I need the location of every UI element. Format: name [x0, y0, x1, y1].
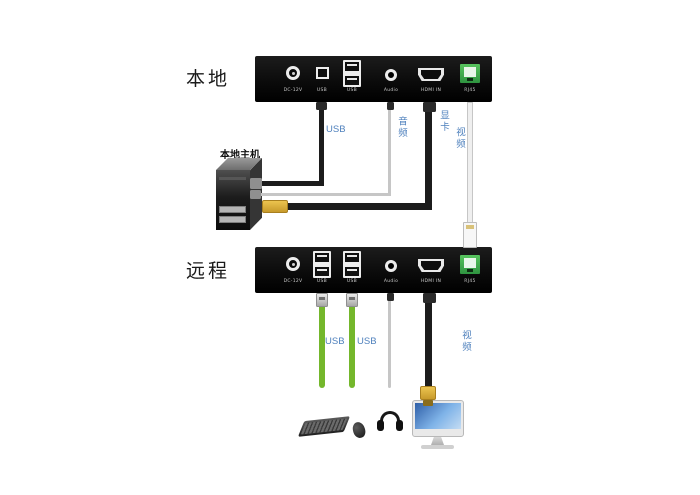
audio-cable-remote — [388, 300, 391, 388]
monitor-base — [421, 445, 454, 449]
usb-a-slot — [315, 267, 329, 276]
dc-power-port — [286, 66, 300, 80]
usb-a-slot — [315, 253, 329, 262]
port-label: Audio — [383, 88, 399, 93]
usb-a-slot — [345, 267, 359, 276]
local-video-cable-label-1: 显卡 — [438, 110, 449, 133]
remote-section-label: 远程 — [186, 261, 231, 282]
hdmi-gold-connector — [420, 386, 436, 400]
monitor-screen — [415, 403, 461, 429]
usb-cable-horizontal — [260, 181, 322, 186]
remote-usb-cable-label-1: USB — [325, 336, 345, 347]
rj45-plug — [463, 222, 477, 248]
hdmi-gold-tip — [423, 400, 433, 406]
usb-plug-host — [250, 178, 262, 189]
audio-plug — [387, 293, 394, 301]
usb-cable-green — [319, 306, 325, 388]
audio-plug — [387, 102, 394, 110]
audio-cable-vertical — [388, 108, 391, 196]
headphone-cup-left — [377, 420, 384, 431]
port-label: HDMI IN — [420, 88, 442, 93]
hdmi-plug — [423, 293, 436, 303]
local-host-label: 本地主机 — [220, 150, 260, 161]
host-tower-drive-slot — [219, 177, 246, 180]
usb-b-port — [316, 67, 329, 79]
local-section-label: 本地 — [186, 69, 231, 90]
host-tower-vent — [219, 216, 246, 223]
remote-extender-panel: DC-12V USB USB Audio HDMI IN RJ45 — [255, 247, 492, 293]
usb-a-slot — [345, 62, 359, 71]
port-label: Audio — [383, 279, 399, 284]
monitor-stand — [431, 437, 444, 445]
port-label: RJ45 — [464, 88, 476, 93]
headphones-icon — [380, 411, 400, 423]
port-label: HDMI IN — [420, 279, 442, 284]
local-usb-cable-label: USB — [326, 124, 346, 135]
usb-plug — [316, 102, 327, 110]
port-label: USB — [316, 279, 328, 284]
remote-video-cable-label: 视频 — [460, 330, 471, 353]
audio-jack-port — [385, 260, 397, 272]
usb-a-dual-port — [343, 60, 361, 87]
headphone-cup-right — [396, 420, 403, 431]
rj45-port — [460, 255, 480, 274]
audio-cable-horizontal — [260, 193, 391, 196]
network-cable — [467, 102, 473, 224]
port-label: RJ45 — [464, 279, 476, 284]
hdmi-cable-vertical — [425, 110, 432, 210]
port-label: DC-12V — [283, 88, 303, 93]
local-extender-panel: DC-12V USB USB Audio HDMI IN RJ45 — [255, 56, 492, 102]
hdmi-port — [418, 68, 444, 81]
usb-a-plug — [346, 293, 358, 307]
audio-jack-port — [385, 69, 397, 81]
hdmi-cable-horizontal — [284, 203, 432, 210]
hdmi-port — [418, 259, 444, 272]
usb-a-plug — [316, 293, 328, 307]
usb-a-slot — [345, 253, 359, 262]
mouse-icon — [350, 420, 368, 440]
usb-a-dual-port — [313, 251, 331, 278]
hdmi-cable-remote — [425, 301, 432, 386]
hdmi-plug — [423, 102, 436, 112]
audio-plug-host — [250, 190, 261, 199]
usb-cable-green — [349, 306, 355, 388]
dc-power-port — [286, 257, 300, 271]
port-label: DC-12V — [283, 279, 303, 284]
rj45-port — [460, 64, 480, 83]
local-audio-cable-label: 音频 — [396, 116, 407, 139]
port-label: USB — [316, 88, 328, 93]
local-video-cable-label-2: 视频 — [454, 127, 465, 150]
usb-a-dual-port — [343, 251, 361, 278]
usb-cable-vertical — [319, 108, 324, 186]
remote-usb-cable-label-2: USB — [357, 336, 377, 347]
keyboard-icon — [297, 416, 351, 437]
port-label: USB — [346, 88, 358, 93]
usb-a-slot — [345, 76, 359, 85]
hdmi-gold-connector — [262, 200, 288, 213]
port-label: USB — [346, 279, 358, 284]
host-tower-top — [216, 158, 262, 170]
host-tower-vent — [219, 206, 246, 213]
